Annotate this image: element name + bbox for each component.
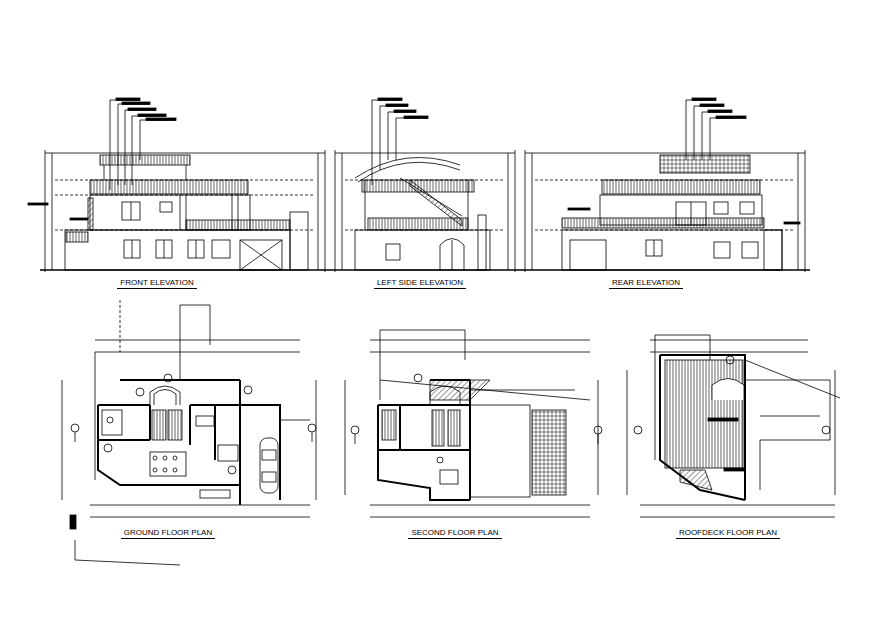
view-caption: FRONT ELEVATION (117, 278, 196, 289)
view-caption: REAR ELEVATION (609, 278, 683, 289)
view-caption: GROUND FLOOR PLAN (121, 528, 215, 539)
view-caption: LEFT SIDE ELEVATION (374, 278, 466, 289)
view-caption: ROOFDECK FLOOR PLAN (676, 528, 780, 539)
view-caption: SECOND FLOOR PLAN (408, 528, 501, 539)
